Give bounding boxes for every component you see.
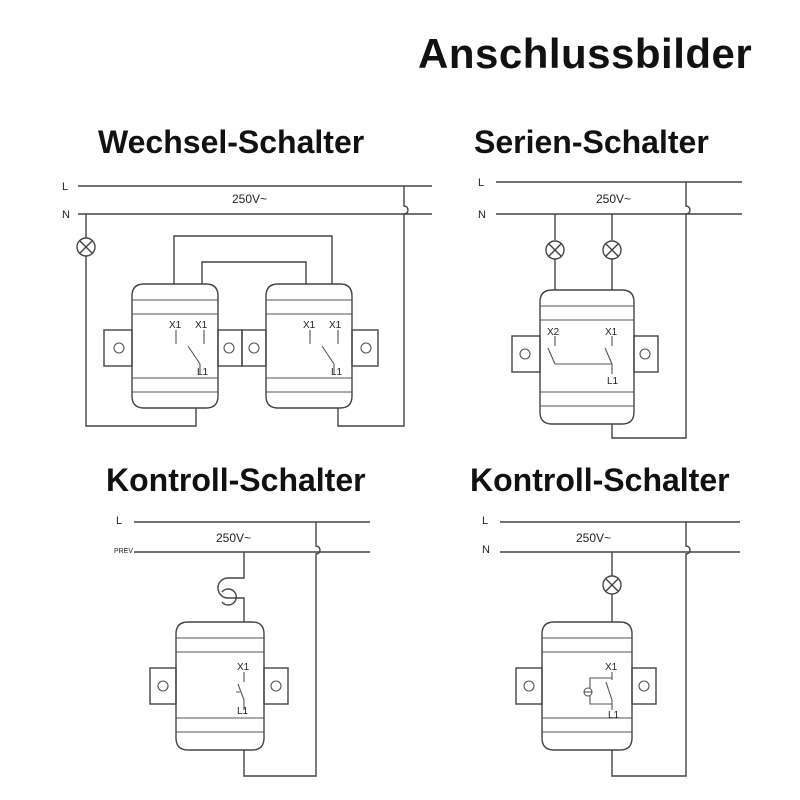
traveller-wire-inner [201, 261, 307, 284]
phase-feed-wire [611, 522, 691, 777]
diagram-kontroll-schalter-right: L N 250V~ X1 L1 [482, 515, 740, 777]
switch-module-b [241, 283, 379, 409]
load-wire [217, 552, 245, 622]
terminal-l1: L1 [607, 376, 619, 387]
terminal-l1: L1 [608, 710, 620, 721]
voltage-label: 250V~ [232, 192, 267, 206]
terminal-x1: X1 [605, 327, 618, 338]
terminal-l1: L1 [197, 367, 209, 378]
load-symbol [221, 588, 237, 606]
page-title: Anschlussbilder [418, 30, 753, 77]
line-label-n: N [62, 209, 70, 221]
switch-module-a [103, 283, 243, 409]
terminal-x1-left: X1 [169, 320, 182, 331]
switch-module [515, 621, 657, 751]
panel-title-kontroll-right: Kontroll-Schalter [470, 462, 730, 498]
line-label-l: L [478, 177, 484, 189]
line-label-prev: PREV [114, 548, 133, 555]
panel-title-kontroll-left: Kontroll-Schalter [106, 462, 366, 498]
lamp-icon [76, 237, 96, 257]
lamp-icon [602, 575, 622, 595]
terminal-x1-right: X1 [195, 320, 208, 331]
diagram-serien-schalter: L N 250V~ [478, 177, 742, 439]
line-label-l: L [116, 515, 122, 527]
voltage-label: 250V~ [596, 192, 631, 206]
panel-title-wechsel: Wechsel-Schalter [98, 124, 365, 160]
switch-module [511, 289, 659, 425]
lamp-icon [602, 240, 622, 260]
voltage-label: 250V~ [216, 531, 251, 545]
terminal-x1: X1 [605, 662, 618, 673]
line-label-l: L [482, 515, 488, 527]
lamp-wire-bottom [85, 256, 197, 427]
lamp-icon [545, 240, 565, 260]
terminal-x1-right: X1 [329, 320, 342, 331]
phase-feed-wire [611, 182, 691, 439]
terminal-l1: L1 [237, 706, 249, 717]
terminal-l1: L1 [331, 367, 343, 378]
terminal-x1: X1 [237, 662, 250, 673]
diagram-wechsel-schalter: L N 250V~ X1 X1 L1 [62, 181, 432, 427]
traveller-wire-outer [173, 235, 333, 284]
line-label-n: N [482, 544, 490, 556]
line-label-n: N [478, 209, 486, 221]
terminal-x1-left: X1 [303, 320, 316, 331]
diagram-kontroll-schalter-left: L PREV 250V~ X1 L1 [114, 515, 370, 777]
phase-feed-wire [243, 522, 321, 777]
voltage-label: 250V~ [576, 531, 611, 545]
phase-feed-wire [337, 186, 409, 427]
terminal-x2: X2 [547, 327, 560, 338]
switch-module [149, 621, 289, 751]
panel-title-serien: Serien-Schalter [474, 124, 709, 160]
line-label-l: L [62, 181, 68, 193]
